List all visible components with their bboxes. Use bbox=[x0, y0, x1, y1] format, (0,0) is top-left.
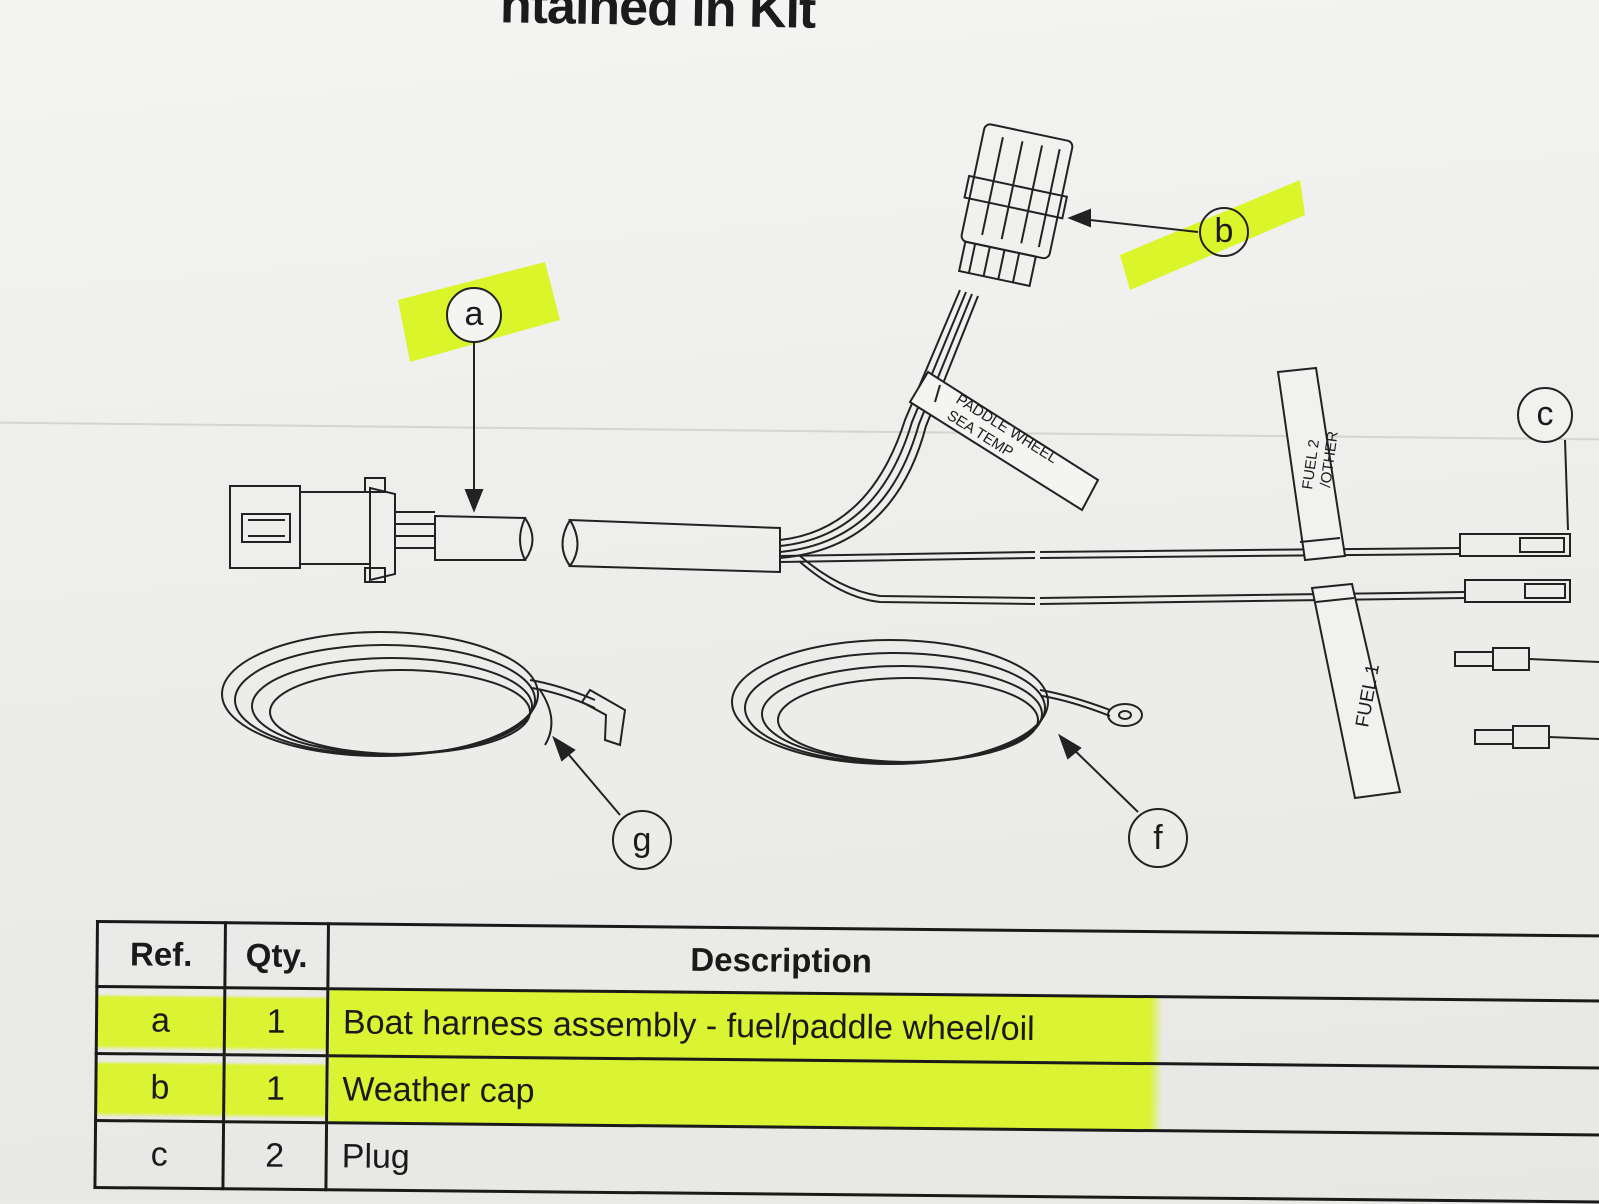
header-ref: Ref. bbox=[96, 921, 226, 988]
callout-a-label: a bbox=[465, 295, 484, 333]
row-ref: a bbox=[96, 986, 225, 1055]
paddle-wheel-tag bbox=[908, 370, 1100, 512]
callout-b-label: b bbox=[1215, 212, 1234, 250]
row-qty: 1 bbox=[224, 987, 328, 1056]
callout-circle-c bbox=[1517, 387, 1573, 443]
fuel-2-tag bbox=[1276, 366, 1347, 562]
parts-table: Ref. Qty. Description a 1 Boat harness a… bbox=[93, 920, 1599, 1204]
row-description: Weather cap bbox=[326, 1055, 1599, 1136]
row-ref: c bbox=[94, 1120, 224, 1189]
harness-connector-a bbox=[229, 477, 435, 583]
connector-b bbox=[957, 123, 1074, 288]
callout-circle-f bbox=[1128, 808, 1188, 868]
wires-to-connector-b bbox=[779, 289, 979, 559]
row-description: Boat harness assembly - fuel/paddle whee… bbox=[327, 988, 1599, 1069]
fuel-1-tag bbox=[1310, 582, 1402, 800]
harness-sleeve bbox=[434, 514, 781, 574]
fuel-2-tag-line1: FUEL 2 bbox=[1299, 438, 1323, 490]
row-description: Plug bbox=[325, 1122, 1599, 1203]
plug-connectors bbox=[1454, 439, 1599, 749]
highlight-mark-b bbox=[1120, 180, 1305, 290]
callout-c-label: c bbox=[1537, 395, 1554, 433]
table-row: c 2 Plug bbox=[94, 1120, 1599, 1203]
header-qty: Qty. bbox=[224, 922, 329, 989]
callout-circle-a bbox=[446, 287, 502, 343]
callout-leaders bbox=[464, 208, 1199, 816]
row-ref: b bbox=[95, 1053, 225, 1122]
sensor-cable-coil-f bbox=[731, 639, 1143, 765]
row-qty: 1 bbox=[223, 1054, 328, 1123]
callout-g-label: g bbox=[633, 821, 652, 859]
callout-circle-g bbox=[612, 810, 672, 870]
sensor-cable-coil-g bbox=[221, 631, 627, 757]
callout-circle-b bbox=[1199, 207, 1249, 257]
callout-f-label: f bbox=[1153, 819, 1163, 857]
row-qty: 2 bbox=[222, 1121, 327, 1190]
wires-to-fuel-senders bbox=[779, 547, 1466, 605]
